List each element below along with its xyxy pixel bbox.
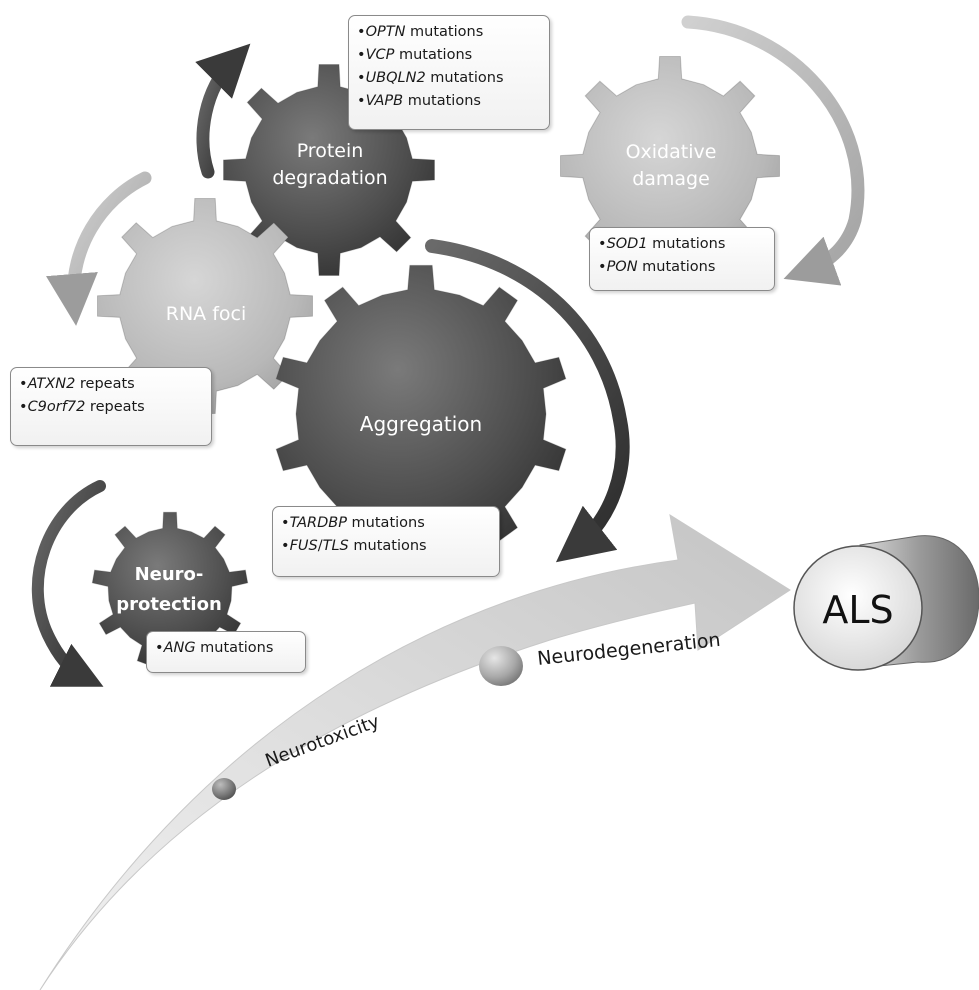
box-protein-degradation-mutations: •OPTN mutations•VCP mutations•UBQLN2 mut… xyxy=(348,15,550,130)
bullet-icon: • xyxy=(357,70,366,86)
gene-name: FUS xyxy=(289,538,318,554)
gene-list-item: •FUS/TLS mutations xyxy=(281,535,491,558)
gene-name: TLS xyxy=(322,538,349,554)
gene-suffix: mutations xyxy=(425,70,504,86)
gene-name: ANG xyxy=(163,640,196,656)
gene-list-item: •VAPB mutations xyxy=(357,90,541,113)
bullet-icon: • xyxy=(281,515,290,531)
gene-suffix: mutations xyxy=(637,259,716,275)
gear-label-oxidative-1: Oxidative xyxy=(626,141,717,163)
gene-name: UBQLN2 xyxy=(365,70,426,86)
gear-label-neuroprotection-1: Neuro- xyxy=(135,564,204,585)
gene-list-item: •ANG mutations xyxy=(155,637,297,660)
gene-suffix: mutations xyxy=(394,47,473,63)
gene-suffix: mutations xyxy=(647,236,726,252)
bullet-icon: • xyxy=(357,47,366,63)
gene-suffix: mutations xyxy=(195,640,274,656)
gene-name: OPTN xyxy=(365,24,406,40)
milestone-neurotoxicity-dot xyxy=(212,778,236,800)
bullet-icon: • xyxy=(357,24,366,40)
als-outcome: ALS xyxy=(793,535,979,671)
bullet-icon: • xyxy=(357,93,366,109)
gene-name: SOD1 xyxy=(606,236,648,252)
milestone-neurodegeneration-dot xyxy=(479,646,523,686)
arrow-oxidative-cycle xyxy=(681,15,865,286)
gear-label-neuroprotection-2: protection xyxy=(116,594,222,615)
gene-suffix: mutations xyxy=(405,24,484,40)
gene-list-item: •C9orf72 repeats xyxy=(19,396,203,419)
arrow-to-aggregation-mutations xyxy=(425,239,630,563)
gene-suffix: mutations xyxy=(348,538,427,554)
gene-name: VAPB xyxy=(365,93,404,109)
arrow-to-rna-foci xyxy=(46,171,152,326)
bullet-icon: • xyxy=(598,236,607,252)
gene-name: ATXN2 xyxy=(27,376,76,392)
bullet-icon: • xyxy=(155,640,164,656)
gene-name: TARDBP xyxy=(289,515,347,531)
gene-suffix: mutations xyxy=(403,93,481,109)
gene-list-item: •OPTN mutations xyxy=(357,21,541,44)
gene-suffix: repeats xyxy=(85,399,145,415)
als-label: ALS xyxy=(822,588,893,632)
gene-name: C9orf72 xyxy=(27,399,86,415)
arrow-to-protein-degradation xyxy=(195,43,251,179)
gene-list-item: •VCP mutations xyxy=(357,44,541,67)
gene-list-item: •UBQLN2 mutations xyxy=(357,67,541,90)
gene-list-item: •ATXN2 repeats xyxy=(19,373,203,396)
bullet-icon: • xyxy=(19,399,28,415)
gene-separator: / xyxy=(317,538,323,554)
gear-label-protein-degradation-2: degradation xyxy=(272,167,387,189)
gene-name: PON xyxy=(606,259,638,275)
box-rna-foci-repeats: •ATXN2 repeats•C9orf72 repeats xyxy=(10,367,212,446)
gear-label-aggregation: Aggregation xyxy=(360,412,482,436)
bullet-icon: • xyxy=(19,376,28,392)
gene-name: VCP xyxy=(365,47,395,63)
box-aggregation-mutations: •TARDBP mutations•FUS/TLS mutations xyxy=(272,506,500,577)
gear-label-oxidative-2: damage xyxy=(632,168,710,190)
bullet-icon: • xyxy=(281,538,290,554)
gene-list-item: •TARDBP mutations xyxy=(281,512,491,535)
gene-list-item: •PON mutations xyxy=(598,256,766,279)
box-oxidative-damage-mutations: •SOD1 mutations•PON mutations xyxy=(589,227,775,291)
gear-label-rna-foci: RNA foci xyxy=(166,303,247,325)
gear-label-protein-degradation-1: Protein xyxy=(297,140,364,162)
gene-suffix: mutations xyxy=(346,515,425,531)
gear-rna-foci xyxy=(97,198,313,414)
arrow-neuroprotection-cycle xyxy=(31,480,106,687)
bullet-icon: • xyxy=(598,259,607,275)
box-neuroprotection-mutations: •ANG mutations xyxy=(146,631,306,673)
gene-list-item: •SOD1 mutations xyxy=(598,233,766,256)
gene-suffix: repeats xyxy=(75,376,135,392)
